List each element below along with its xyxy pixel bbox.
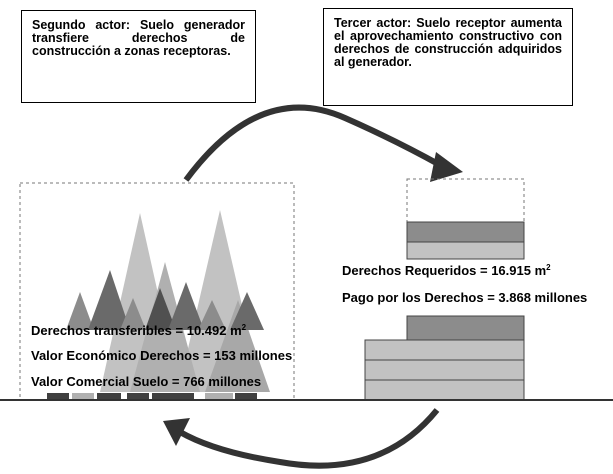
transferable-rights-label: Derechos transferibles = 10.492 m2 [31,323,246,338]
added-floor [406,241,525,260]
mountain-dark-5 [168,282,204,330]
base-block [97,393,121,400]
required-rights-unit-superscript: 2 [546,263,551,272]
mountain-dark-4 [145,288,176,330]
mountain-mid-right [205,300,270,392]
added-floor [406,221,525,243]
mountain-dark-2 [88,270,130,330]
receiver-lot-outline [406,178,525,223]
building-floor-dark [406,315,525,341]
base-block [72,393,94,400]
third-actor-box: Tercer actor: Suelo receptor aumenta el … [323,8,573,106]
mountain-dark-7 [230,292,264,330]
second-actor-box: Segundo actor: Suelo generador transfier… [21,10,256,103]
receiver-added-floors [406,221,525,260]
mountain-dark-6 [198,300,226,330]
receiver-building [364,315,525,401]
base-block [235,393,257,400]
building-floor [364,339,525,361]
payment-label: Pago por los Derechos = 3.868 millones [342,290,588,305]
base-block [127,393,149,400]
transfer-arrow-top-head [430,152,463,182]
payment-arrow-bottom [178,408,440,469]
building-floor [364,359,525,381]
economic-value-label: Valor Económico Derechos = 153 millones [31,348,293,363]
payment-arrow-bottom-head [163,418,190,446]
required-rights-text: Derechos Requeridos = 16.915 m [342,263,547,278]
mountain-dark-3 [120,298,146,330]
required-rights-label: Derechos Requeridos = 16.915 m2 [342,263,551,278]
base-block [47,393,69,400]
transferable-rights-text: Derechos transferibles = 10.492 m [31,323,242,338]
generator-mountains [66,210,270,392]
transfer-arrow-top [183,104,442,182]
base-block [205,393,233,400]
transferable-rights-unit-superscript: 2 [241,323,247,332]
mountain-dark-1 [66,292,94,330]
second-actor-text: Segundo actor: Suelo generador transfier… [32,18,245,58]
building-floor [364,379,525,401]
commercial-value-label: Valor Comercial Suelo = 766 millones [31,374,262,389]
base-block [152,393,194,400]
generator-base-strip [47,393,257,400]
third-actor-text: Tercer actor: Suelo receptor aumenta el … [334,16,562,69]
